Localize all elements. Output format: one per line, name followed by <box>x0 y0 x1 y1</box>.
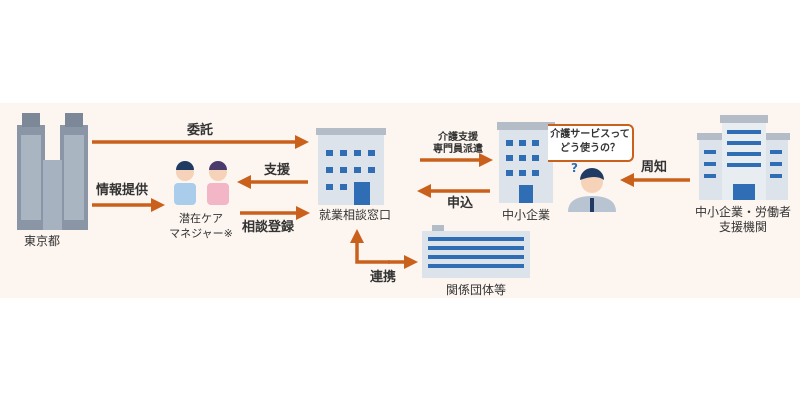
svg-text:?: ? <box>571 161 578 175</box>
label-care-manager: 潜在ケアマネジャー※ <box>169 211 233 241</box>
label-collab: 連携 <box>369 270 397 285</box>
label-line: 介護支援 <box>438 132 478 143</box>
label-line: マネジャー※ <box>169 227 233 240</box>
label-line: 潜在ケア <box>178 212 223 225</box>
label-tokyo: 東京都 <box>23 234 61 248</box>
support-orgs-building-icon <box>697 115 790 200</box>
label-line: 専門員派遣 <box>433 144 483 155</box>
diagram-background <box>0 103 800 298</box>
label-apply: 申込 <box>446 196 474 211</box>
label-notify: 周知 <box>640 160 668 175</box>
bubble-line: 介護サービスって <box>550 129 630 140</box>
bubble-line: どう使うの？ <box>560 143 620 154</box>
worried-person-icon: ? <box>568 161 616 212</box>
tokyo-tower-icon <box>17 113 88 230</box>
label-sme: 中小企業 <box>501 208 551 222</box>
label-line: 中小企業・労働者 <box>694 205 792 219</box>
label-register: 相談登録 <box>241 220 295 235</box>
related-orgs-building-icon <box>422 225 530 278</box>
label-line: 支援機関 <box>718 220 768 234</box>
care-managers-icon <box>174 161 229 205</box>
consult-window-building-icon <box>316 128 386 205</box>
label-info: 情報提供 <box>95 183 149 198</box>
label-consult-window: 就業相談窓口 <box>318 208 392 222</box>
sme-building-icon <box>497 122 555 203</box>
speech-bubble: 介護サービスってどう使うの？ <box>548 124 634 162</box>
label-support-orgs: 中小企業・労働者支援機関 <box>695 205 791 235</box>
label-entrust: 委託 <box>186 123 214 138</box>
label-support: 支援 <box>263 163 291 178</box>
label-related-orgs: 関係団体等 <box>445 283 507 297</box>
label-dispatch: 介護支援専門員派遣 <box>433 132 483 156</box>
arrow-collab-up <box>350 229 390 264</box>
